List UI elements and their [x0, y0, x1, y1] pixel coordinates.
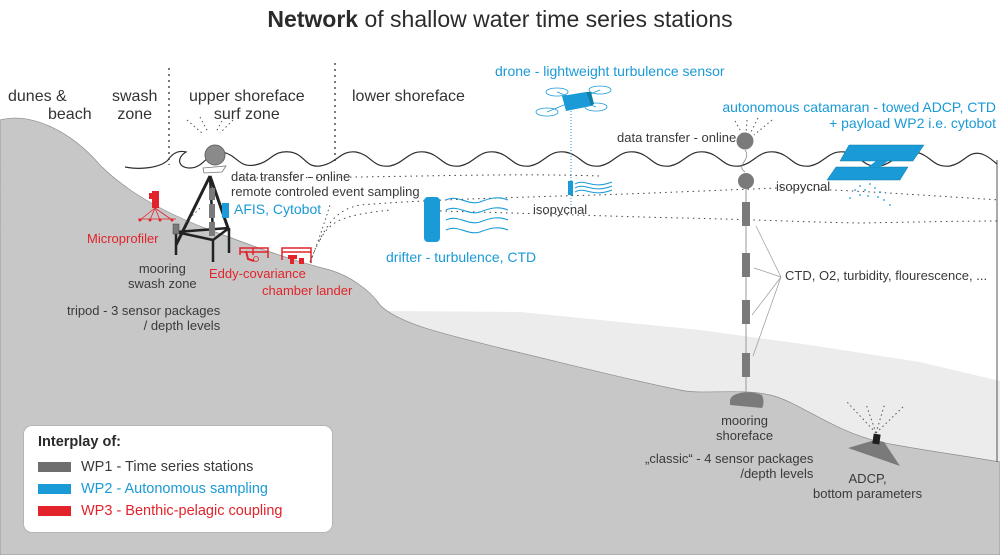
- legend-label: WP1 - Time series stations: [81, 459, 254, 475]
- sensor-package: [209, 188, 215, 200]
- adcp-device: [846, 401, 906, 466]
- sensors-label: CTD, O2, turbidity, flourescence, ...: [785, 268, 988, 283]
- legend-swatch-blue: [38, 484, 71, 494]
- subsurface-buoy: [738, 173, 754, 189]
- catamaran-label: autonomous catamaran - towed ADCP, CTD+ …: [722, 99, 996, 131]
- isopycnal-label: isopycnal: [776, 179, 831, 194]
- drifter-device: [424, 197, 509, 242]
- eddy-covariance-lander: [239, 247, 269, 262]
- legend-item-wp3: WP3 - Benthic-pelagic coupling: [38, 502, 283, 520]
- sensor-package: [209, 222, 215, 236]
- adcp-label: ADCP,bottom parameters: [813, 471, 923, 501]
- data-transfer-right-label: data transfer - online: [617, 130, 737, 145]
- legend-title: Interplay of:: [38, 434, 121, 450]
- sensor-package: [742, 202, 750, 226]
- chamber-lander: [281, 247, 312, 264]
- legend-swatch-red: [38, 506, 71, 516]
- legend-item-wp2: WP2 - Autonomous sampling: [38, 480, 268, 498]
- sensor-package: [209, 204, 215, 218]
- sensor-package: [742, 300, 750, 324]
- microprofiler-device: [138, 191, 176, 222]
- chamber-lander-label: chamber lander: [262, 283, 353, 298]
- isopycnal-line-upper: [309, 187, 1000, 263]
- isopycnal-label: isopycnal: [533, 202, 588, 217]
- afis-cytobot-sensor: [222, 203, 229, 218]
- drone-device: [535, 85, 613, 205]
- microprofiler-label: Microprofiler: [87, 231, 159, 246]
- title-bold: Network: [267, 6, 359, 32]
- data-link-dotted: [309, 204, 331, 263]
- catamaran-device: [826, 144, 925, 206]
- classic-mooring-label: „classic“ - 4 sensor packages/depth leve…: [645, 451, 814, 481]
- tripod-mooring-swash-zone: [172, 116, 234, 262]
- title-rest: of shallow water time series stations: [358, 6, 733, 32]
- legend-label: WP2 - Autonomous sampling: [81, 481, 268, 497]
- zone-label-dunes: dunes &beach: [8, 88, 92, 123]
- legend-label: WP3 - Benthic-pelagic coupling: [81, 503, 283, 519]
- isopycnal-line-lower: [319, 209, 1000, 241]
- legend-swatch-gray: [38, 462, 71, 472]
- surface-buoy: [736, 132, 754, 150]
- isopycnal-line-left: [239, 174, 601, 179]
- tripod-label: tripod - 3 sensor packages/ depth levels: [67, 303, 221, 333]
- legend-box: Interplay of: WP1 - Time series stations…: [23, 425, 333, 533]
- sensor-package: [742, 353, 750, 377]
- drone-label: drone - lightweight turbulence sensor: [495, 63, 725, 79]
- mooring-shoreface: [730, 117, 782, 408]
- diagram-title: Network of shallow water time series sta…: [0, 6, 1000, 33]
- afis-cytobot-label: AFIS, Cytobot: [234, 201, 322, 217]
- legend-item-wp1: WP1 - Time series stations: [38, 458, 253, 476]
- sensor-package: [742, 253, 750, 277]
- surface-buoy: [204, 144, 226, 166]
- drifter-label: drifter - turbulence, CTD: [386, 249, 537, 265]
- zone-label-lower-shoreface: lower shoreface: [352, 88, 465, 105]
- eddy-covariance-label: Eddy-covariance: [209, 266, 306, 281]
